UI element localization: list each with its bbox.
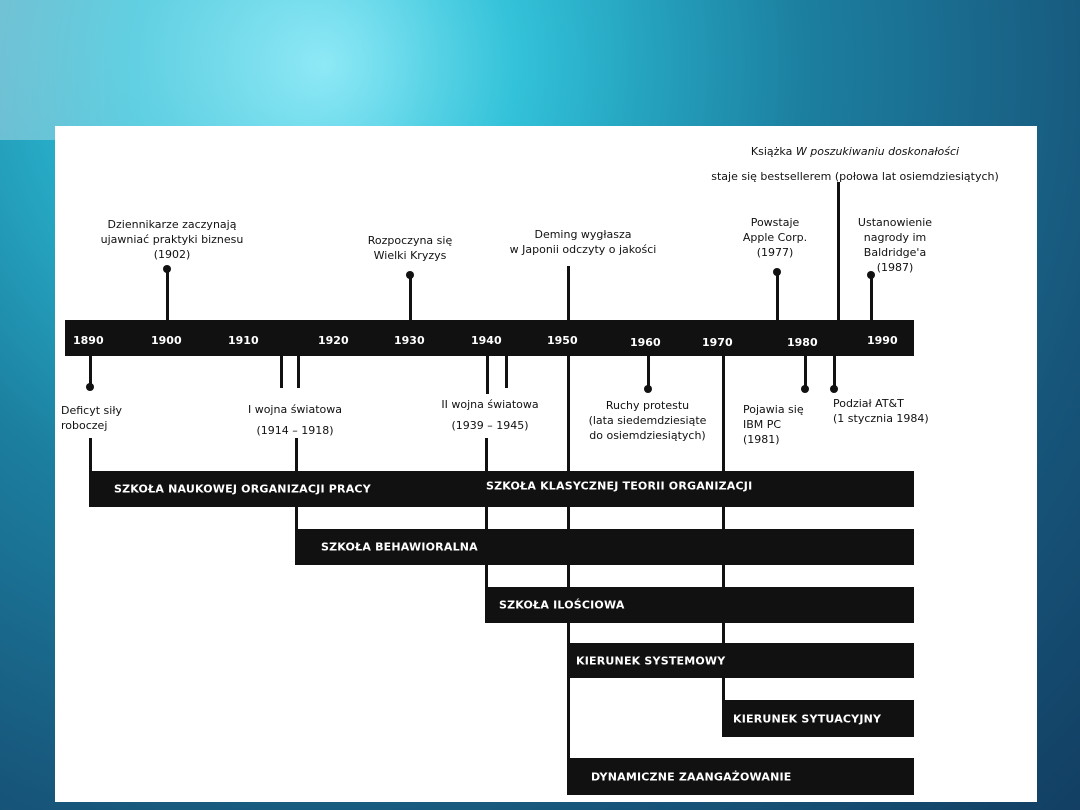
event-baldrige: Ustanowienie nagrody im Baldridge'a (198… — [857, 216, 933, 274]
connector-school-scientific — [89, 438, 92, 472]
year-label-1970: 1970 — [702, 336, 733, 349]
school-bar-scientific: SZKOŁA NAUKOWEJ ORGANIZACJI PRACY SZKOŁA… — [89, 471, 914, 507]
year-label-1930: 1930 — [394, 334, 425, 347]
school-bar-systems: KIERUNEK SYSTEMOWY — [567, 643, 914, 678]
event-book-line1: Książka W poszukiwaniu doskonałości — [750, 145, 960, 158]
school-label-scientific: SZKOŁA NAUKOWEJ ORGANIZACJI PRACY — [114, 482, 371, 496]
connector-labor — [89, 356, 92, 388]
connector-depression — [409, 274, 412, 320]
connector-labor-dot — [86, 383, 94, 391]
school-label-dynamic: DYNAMICZNE ZAANGAŻOWANIE — [591, 770, 792, 783]
connector-school-quantitative — [485, 438, 488, 588]
connector-apple-dot — [773, 268, 781, 276]
timeline-diagram: Książka W poszukiwaniu doskonałości staj… — [55, 126, 1037, 802]
event-depression: Rozpoczyna się Wielki Kryzys — [367, 234, 453, 262]
school-bar-behavioral: SZKOŁA BEHAWIORALNA — [295, 529, 914, 565]
connector-apple — [776, 269, 779, 320]
event-apple: Powstaje Apple Corp. (1977) — [742, 216, 808, 259]
school-label-behavioral: SZKOŁA BEHAWIORALNA — [321, 540, 478, 554]
school-bar-dynamic: DYNAMICZNE ZAANGAŻOWANIE — [567, 758, 914, 795]
year-label-1950: 1950 — [547, 334, 578, 347]
event-book-line2: staje się bestsellerem (połowa lat osiem… — [711, 170, 999, 183]
connector-protests-dot — [644, 385, 652, 393]
connector-book — [837, 182, 840, 320]
year-label-1890: 1890 — [73, 334, 104, 347]
event-att: Podział AT&T (1 stycznia 1984) — [833, 397, 929, 425]
connector-ww1-end — [297, 356, 300, 388]
event-protests: Ruchy protestu (lata siedemdziesiąte do … — [588, 399, 707, 442]
connector-baldrige-dot — [867, 271, 875, 279]
year-label-1990: 1990 — [867, 334, 898, 347]
connector-baldrige — [870, 274, 873, 320]
event-ww1: I wojna światowa (1914 – 1918) — [247, 403, 343, 437]
event-ww2: II wojna światowa (1939 – 1945) — [441, 398, 539, 432]
connector-ww2-end — [505, 356, 508, 388]
year-label-1900: 1900 — [151, 334, 182, 347]
connector-att-dot — [830, 385, 838, 393]
connector-ww2-start — [486, 356, 489, 394]
connector-journalists-dot — [163, 265, 171, 273]
event-deming: Deming wygłasza w Japonii odczyty o jako… — [509, 228, 657, 256]
year-label-1960: 1960 — [630, 336, 661, 349]
timeline-axis — [65, 320, 914, 356]
school-bar-quantitative: SZKOŁA ILOŚCIOWA — [485, 587, 914, 623]
year-label-1980: 1980 — [787, 336, 818, 349]
year-label-1940: 1940 — [471, 334, 502, 347]
event-journalists: Dziennikarze zaczynają ujawniać praktyki… — [100, 218, 244, 261]
school-label-quantitative: SZKOŁA ILOŚCIOWA — [499, 598, 625, 612]
school-bar-situational: KIERUNEK SYTUACYJNY — [722, 700, 914, 737]
connector-deming — [567, 266, 570, 320]
slide-background-glow — [0, 0, 1080, 140]
school-label-systems: KIERUNEK SYSTEMOWY — [576, 654, 726, 667]
connector-att — [833, 356, 836, 390]
event-ibm: Pojawia się IBM PC (1981) — [743, 403, 804, 446]
connector-depression-dot — [406, 271, 414, 279]
event-book: Książka W poszukiwaniu doskonałości staj… — [670, 144, 1040, 184]
connector-ibm — [804, 356, 807, 390]
year-label-1920: 1920 — [318, 334, 349, 347]
connector-protests — [647, 356, 650, 390]
year-label-1910: 1910 — [228, 334, 259, 347]
school-label-situational: KIERUNEK SYTUACYJNY — [733, 712, 882, 725]
connector-ww1-start — [280, 356, 283, 388]
school-label-classical: SZKOŁA KLASYCZNEJ TEORII ORGANIZACJI — [486, 479, 753, 493]
connector-ibm-dot — [801, 385, 809, 393]
connector-journalists — [166, 268, 169, 320]
event-labor: Deficyt siły roboczej — [61, 404, 122, 432]
